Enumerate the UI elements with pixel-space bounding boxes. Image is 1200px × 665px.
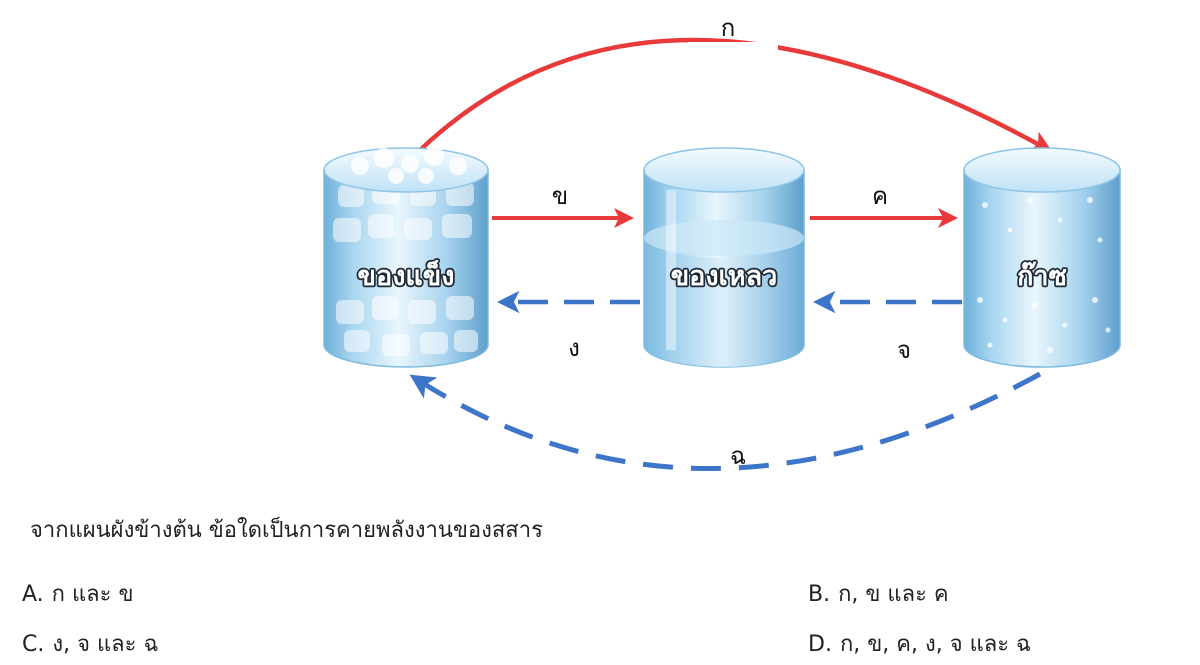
arrow-label-d: ง (568, 334, 580, 362)
arrow-label-e: จ (897, 336, 911, 364)
liquid-cylinder: ของเหลว (643, 147, 805, 368)
choice-c[interactable]: C. ง, จ และ ฉ (22, 626, 158, 661)
gas-cylinder: ก๊าซ (963, 147, 1121, 368)
question-text: จากแผนผังข้างต้น ข้อใดเป็นการคายพลังงานข… (30, 518, 543, 543)
gas-label: ก๊าซ (1017, 261, 1067, 292)
phase-change-diagram: ของแข็ง ของเหลว ก๊าซ (323, 14, 1121, 471)
choice-d-letter: D. (808, 632, 832, 657)
choice-c-text: ง, จ และ ฉ (52, 632, 159, 657)
solid-label: ของแข็ง (358, 258, 455, 292)
choice-d-text: ก, ข, ค, ง, จ และ ฉ (839, 632, 1032, 657)
arrow-solid-to-gas (416, 37, 1053, 154)
solid-cylinder: ของแข็ง (323, 146, 489, 368)
choice-b[interactable]: B. ก, ข และ ค (808, 576, 949, 611)
choice-c-letter: C. (22, 632, 45, 657)
choice-b-text: ก, ข และ ค (838, 582, 949, 607)
choice-b-letter: B. (808, 582, 831, 607)
arrow-gas-to-solid (409, 371, 1042, 471)
liquid-label: ของเหลว (671, 261, 778, 292)
arrow-label-c: ค (872, 182, 888, 210)
arrow-label-f: ฉ (730, 442, 746, 470)
choice-a-text: ก และ ข (51, 582, 134, 607)
choice-a-letter: A. (22, 582, 44, 607)
arrow-label-b: ข (552, 182, 568, 210)
arrow-label-a: ก (721, 14, 736, 42)
choice-d[interactable]: D. ก, ข, ค, ง, จ และ ฉ (808, 626, 1031, 661)
choice-a[interactable]: A. ก และ ข (22, 576, 133, 611)
